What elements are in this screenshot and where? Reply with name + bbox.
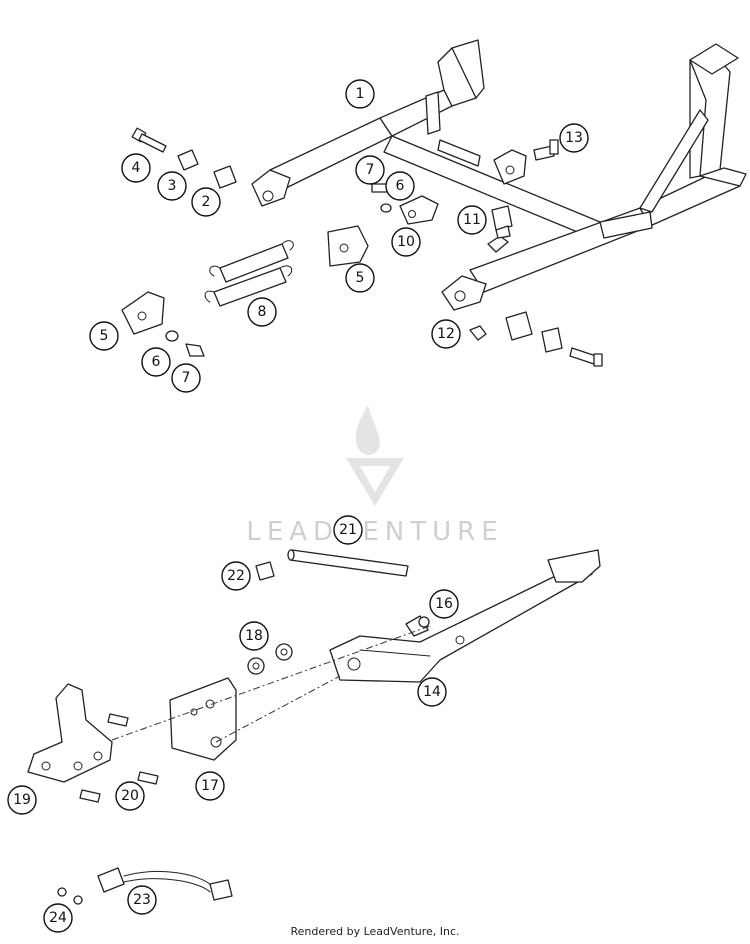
callout-label: 6 bbox=[396, 178, 405, 194]
sleeve-right bbox=[505, 311, 533, 341]
pivot-nut-right bbox=[469, 325, 487, 341]
callout-13: 13 bbox=[559, 123, 589, 153]
callout-label: 20 bbox=[121, 788, 139, 804]
callout-label: 5 bbox=[100, 328, 109, 344]
callout-1: 1 bbox=[345, 79, 375, 109]
callout-19: 19 bbox=[7, 785, 37, 815]
footer-credit: Rendered by LeadVenture, Inc. bbox=[290, 925, 460, 938]
callout-label: 6 bbox=[152, 354, 161, 370]
rubber-stop bbox=[491, 205, 513, 239]
bolt-left-small bbox=[185, 343, 205, 357]
callout-7-upper: 7 bbox=[355, 155, 385, 185]
callout-5-upper: 5 bbox=[345, 263, 375, 293]
callout-label: 7 bbox=[182, 370, 191, 386]
callout-21: 21 bbox=[333, 515, 363, 545]
callout-label: 19 bbox=[13, 792, 31, 808]
callout-24: 24 bbox=[43, 903, 73, 933]
bolt-right-long bbox=[569, 347, 603, 367]
side-stand-switch bbox=[97, 867, 233, 901]
callout-label: 8 bbox=[258, 304, 267, 320]
callout-4: 4 bbox=[121, 153, 151, 183]
callout-label: 1 bbox=[356, 86, 365, 102]
side-stand-leg bbox=[329, 549, 601, 683]
watermark-logo: LEADVENTURE bbox=[246, 405, 503, 547]
bushing-right bbox=[541, 327, 563, 353]
bushing-left bbox=[213, 165, 237, 189]
callout-6: 6 bbox=[141, 347, 171, 377]
washer-upper bbox=[380, 203, 392, 213]
watermark-text: LEADVENTURE bbox=[246, 517, 503, 547]
callout-18: 18 bbox=[239, 621, 269, 651]
bolts-20 bbox=[79, 713, 159, 803]
callout-5: 5 bbox=[89, 321, 119, 351]
callout-6-upper: 6 bbox=[385, 171, 415, 201]
callout-label: 18 bbox=[245, 628, 263, 644]
pivot-bolt-right bbox=[533, 139, 559, 161]
callout-label: 24 bbox=[49, 910, 67, 926]
return-springs bbox=[204, 240, 294, 307]
small-bolt-22 bbox=[255, 561, 275, 581]
callout-label: 14 bbox=[423, 684, 441, 700]
center-stand-frame bbox=[251, 39, 747, 311]
callout-17: 17 bbox=[195, 771, 225, 801]
pivot-bolt-left bbox=[131, 127, 167, 153]
callout-label: 10 bbox=[397, 234, 415, 250]
callout-label: 2 bbox=[202, 194, 211, 210]
callout-22: 22 bbox=[221, 561, 251, 591]
spring-bracket-right bbox=[327, 225, 369, 267]
callout-label: 5 bbox=[356, 270, 365, 286]
callout-10: 10 bbox=[391, 227, 421, 257]
spacer-sleeve-16 bbox=[405, 615, 430, 637]
callout-7: 7 bbox=[171, 363, 201, 393]
callout-3: 3 bbox=[157, 171, 187, 201]
mounting-plate bbox=[169, 677, 237, 761]
side-stand-bracket bbox=[27, 683, 113, 783]
spacers-18 bbox=[247, 643, 293, 675]
callout-16: 16 bbox=[429, 589, 459, 619]
callout-label: 4 bbox=[132, 160, 141, 176]
callout-label: 12 bbox=[437, 326, 455, 342]
sensor-bracket bbox=[399, 195, 439, 225]
spacer-sleeve-left bbox=[177, 149, 199, 171]
side-stand-pin bbox=[287, 549, 409, 577]
callout-8: 8 bbox=[247, 297, 277, 327]
callout-label: 3 bbox=[168, 178, 177, 194]
washer-left bbox=[165, 330, 179, 342]
callout-23: 23 bbox=[127, 885, 157, 915]
callout-label: 11 bbox=[463, 212, 481, 228]
assembly-lines bbox=[111, 625, 431, 743]
callout-label: 7 bbox=[366, 162, 375, 178]
callout-label: 21 bbox=[339, 522, 357, 538]
callout-label: 17 bbox=[201, 778, 219, 794]
callout-label: 16 bbox=[435, 596, 453, 612]
callout-20: 20 bbox=[115, 781, 145, 811]
callout-14: 14 bbox=[417, 677, 447, 707]
callout-label: 22 bbox=[227, 568, 245, 584]
spring-bracket-left bbox=[121, 291, 165, 335]
callout-12: 12 bbox=[431, 319, 461, 349]
callout-11: 11 bbox=[457, 205, 487, 235]
screws-24 bbox=[57, 887, 83, 905]
callout-label: 23 bbox=[133, 892, 151, 908]
callout-label: 13 bbox=[565, 130, 583, 146]
callout-2: 2 bbox=[191, 187, 221, 217]
